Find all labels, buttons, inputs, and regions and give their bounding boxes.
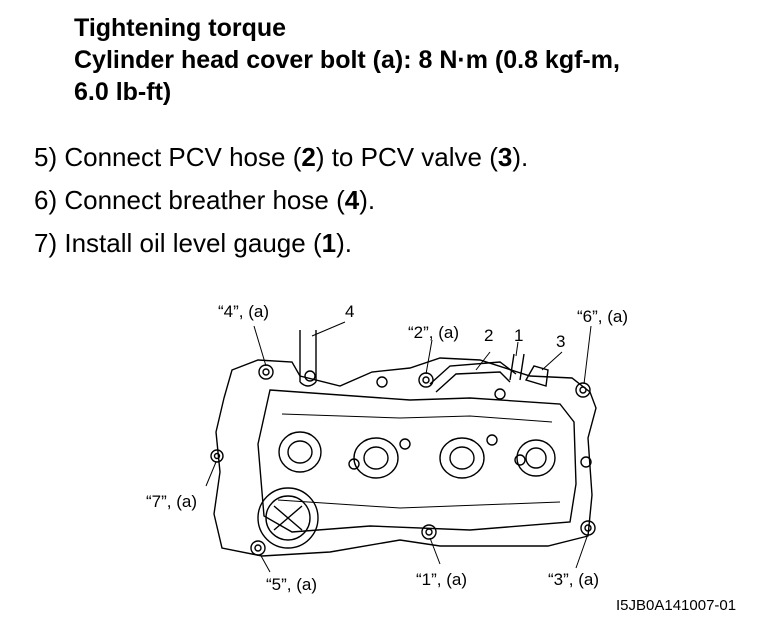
callout-bolt-6: “6”, (a) [577, 307, 628, 326]
step-5: 5) Connect PCV hose (2) to PCV valve (3)… [34, 142, 529, 172]
callout-bolt-2: “2”, (a) [408, 323, 459, 342]
callout-breather-hose-4: 4 [345, 302, 355, 321]
pcv-hose [429, 361, 517, 393]
torque-spec: Tightening torque Cylinder head cover bo… [74, 12, 620, 108]
step-7: 7) Install oil level gauge (1). [34, 228, 352, 258]
cover-drawing [205, 321, 597, 573]
cylinder-head-cover-figure: “4”, (a) 4 “2”, (a) 2 1 3 “6”, (a) “7”, … [0, 290, 759, 629]
callout-bolt-3: “3”, (a) [548, 570, 599, 589]
pcv-valve [524, 365, 549, 387]
callout-oil-gauge-1: 1 [514, 326, 524, 345]
torque-value-line-1: Cylinder head cover bolt (a): 8 N·m (0.8… [74, 46, 620, 74]
procedure-steps: 5) Connect PCV hose (2) to PCV valve (3)… [34, 136, 528, 265]
callout-bolt-7: “7”, (a) [146, 492, 197, 511]
callout-bolt-1: “1”, (a) [416, 570, 467, 589]
torque-heading: Tightening torque [74, 14, 287, 42]
callout-bolt-4: “4”, (a) [218, 302, 269, 321]
callout-pcv-hose-2: 2 [484, 326, 494, 345]
callout-pcv-valve-3: 3 [556, 332, 566, 351]
cover-outline [213, 357, 597, 557]
callout-bolt-5: “5”, (a) [266, 575, 317, 594]
torque-value-line-2: 6.0 lb-ft) [74, 78, 172, 106]
oil-level-gauge [509, 353, 525, 381]
step-6: 6) Connect breather hose (4). [34, 185, 376, 215]
breather-hose [299, 330, 317, 387]
figure-id: I5JB0A141007-01 [616, 597, 737, 614]
cover-inner-outline [257, 389, 577, 533]
